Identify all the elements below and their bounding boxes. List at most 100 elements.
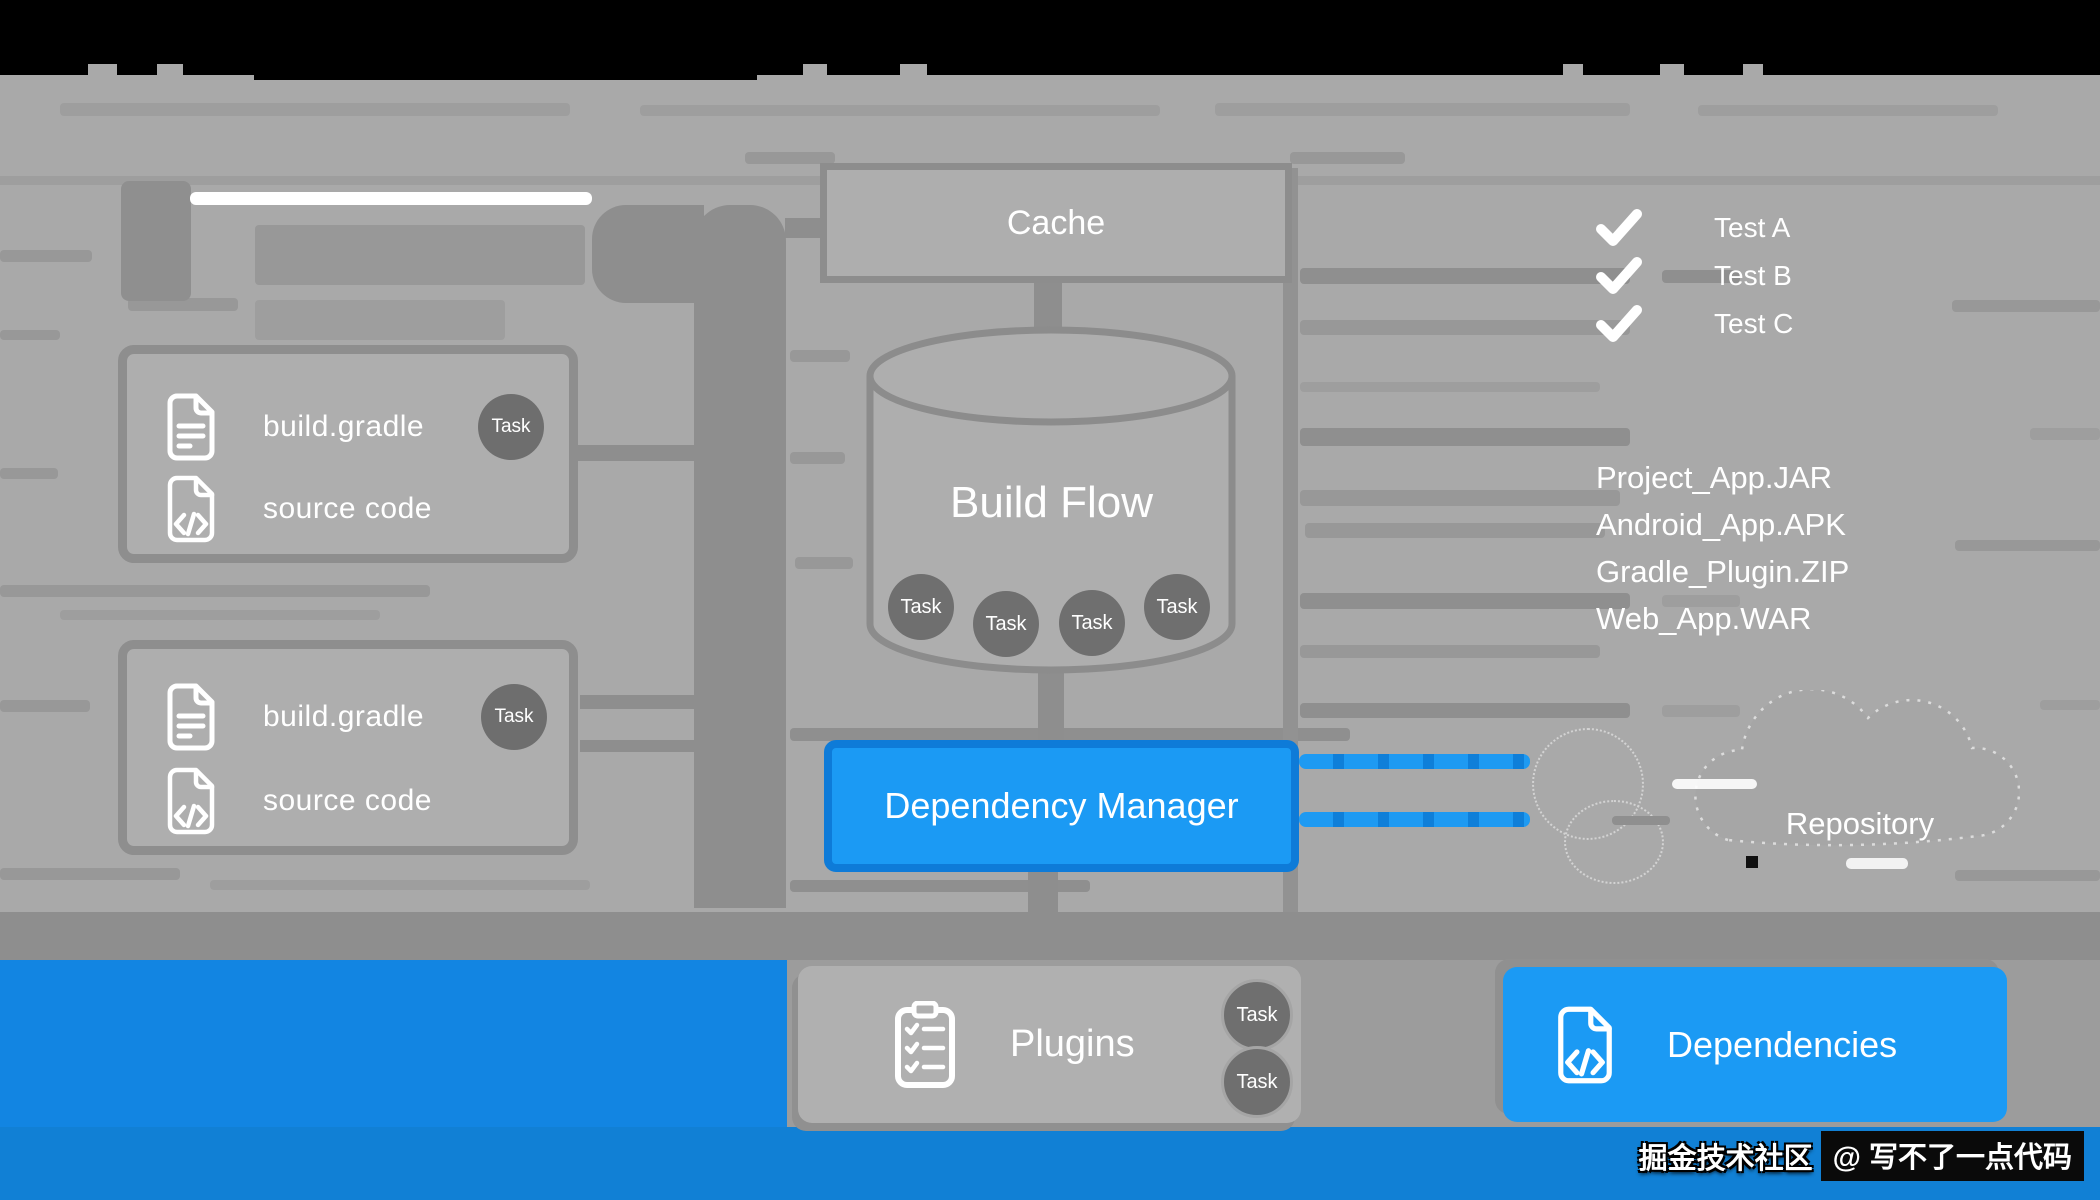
watermark-community: 掘金技术社区 bbox=[1638, 1143, 1813, 1175]
file-text-icon bbox=[165, 393, 217, 461]
top-bar-notch bbox=[157, 64, 183, 75]
source-code-label: source code bbox=[263, 784, 432, 817]
connector-cylinder-dm bbox=[1038, 668, 1064, 744]
source-box-1: build.gradle Task source code bbox=[118, 345, 578, 563]
task-badge: Task bbox=[481, 684, 547, 750]
connector-bar-cache bbox=[785, 218, 825, 238]
bottom-blue-strip bbox=[0, 1127, 2100, 1200]
stripe-artifact bbox=[0, 250, 92, 262]
stripe-artifact bbox=[1955, 870, 2100, 881]
artifact-dotted-circle bbox=[1564, 800, 1664, 884]
top-bar-edge bbox=[254, 75, 757, 80]
build-gradle-label: build.gradle bbox=[263, 410, 425, 443]
top-bar bbox=[0, 0, 2100, 75]
artifact-item: Web_App.WAR bbox=[1596, 601, 1812, 636]
build-gradle-label: build.gradle bbox=[263, 700, 425, 733]
build-flow-cylinder bbox=[864, 324, 1239, 677]
file-text-icon bbox=[165, 683, 217, 751]
test-item: Test A bbox=[1596, 204, 1793, 252]
connector-box2-bar bbox=[580, 695, 700, 709]
stripe-artifact bbox=[1662, 270, 1740, 283]
check-icon bbox=[1596, 257, 1642, 295]
stripe-artifact bbox=[1300, 268, 1630, 284]
test-item: Test B bbox=[1596, 252, 1793, 300]
cache-label: Cache bbox=[1006, 203, 1106, 242]
stripe-artifact bbox=[1290, 152, 1405, 164]
artifact-gray-dash bbox=[1612, 816, 1670, 825]
stripe-artifact bbox=[0, 700, 90, 712]
stripe-artifact bbox=[790, 350, 850, 362]
stripe-artifact bbox=[60, 610, 380, 620]
connector-cache-cylinder bbox=[1034, 283, 1062, 335]
stripe-artifact bbox=[1698, 105, 1998, 116]
repository-label: Repository bbox=[1785, 806, 1935, 841]
stripe-artifact bbox=[745, 152, 835, 164]
code-file-icon bbox=[165, 767, 217, 835]
stripe-artifact bbox=[60, 103, 570, 116]
dependencies-box: Dependencies bbox=[1503, 967, 2007, 1122]
check-icon bbox=[1596, 305, 1642, 343]
task-circle: Task bbox=[1221, 979, 1293, 1051]
top-bar-notch bbox=[900, 64, 927, 75]
connector-vertical-bar bbox=[694, 205, 786, 908]
stripe-artifact bbox=[790, 728, 1350, 741]
stripe-artifact bbox=[1952, 300, 2100, 312]
task-circle: Task bbox=[888, 574, 954, 640]
stripe-artifact bbox=[2040, 700, 2100, 710]
stripe-artifact bbox=[255, 225, 585, 285]
cache-box: Cache bbox=[820, 163, 1292, 283]
top-bar-notch bbox=[803, 64, 827, 75]
artifact-item: Android_App.APK bbox=[1596, 507, 1846, 542]
stripe-artifact bbox=[1300, 382, 1600, 392]
stripe-artifact bbox=[128, 298, 238, 311]
connector-box2-bar-2 bbox=[580, 740, 700, 752]
artifact-black-square bbox=[1746, 856, 1758, 868]
task-circle: Task bbox=[1059, 590, 1125, 656]
bottom-left-blue-panel bbox=[0, 960, 787, 1127]
connector-box1-bar bbox=[575, 445, 700, 461]
stripe-artifact bbox=[795, 557, 853, 569]
code-file-icon bbox=[1555, 1003, 1615, 1087]
divider-band bbox=[0, 912, 2100, 960]
test-label: Test B bbox=[1714, 260, 1792, 291]
top-bar-notch bbox=[1563, 64, 1583, 75]
task-circle: Task bbox=[1144, 574, 1210, 640]
stripe-artifact bbox=[255, 300, 505, 340]
stripe-artifact bbox=[1662, 705, 1740, 717]
artifact-list: Project_App.JAR Android_App.APK Gradle_P… bbox=[1596, 454, 1849, 642]
task-badge: Task bbox=[478, 394, 544, 460]
artifact-item: Gradle_Plugin.ZIP bbox=[1596, 554, 1850, 589]
task-circle: Task bbox=[973, 591, 1039, 657]
stripe-artifact bbox=[1300, 645, 1600, 658]
stripe-artifact bbox=[1300, 703, 1630, 718]
top-bar-notch bbox=[1660, 64, 1684, 75]
check-icon bbox=[1596, 209, 1642, 247]
test-list: Test A Test B Test C bbox=[1596, 204, 1793, 348]
task-circle: Task bbox=[1221, 1046, 1293, 1118]
connector-white-line bbox=[190, 192, 592, 205]
stripe-artifact bbox=[790, 452, 845, 464]
test-item: Test C bbox=[1596, 300, 1793, 348]
build-flow-label: Build Flow bbox=[950, 478, 1153, 527]
stripe-artifact bbox=[2030, 428, 2100, 440]
stripe-artifact bbox=[0, 468, 58, 479]
test-label: Test C bbox=[1714, 308, 1794, 339]
top-bar-notch bbox=[1743, 64, 1763, 75]
test-label: Test A bbox=[1714, 212, 1791, 243]
stripe-artifact bbox=[1300, 320, 1630, 335]
stripe-artifact bbox=[1662, 595, 1740, 607]
code-file-icon bbox=[165, 475, 217, 543]
watermark: 掘金技术社区 @ 写不了一点代码 bbox=[1639, 1131, 2084, 1181]
stripe-artifact bbox=[1300, 593, 1630, 609]
connector-dm-repository-1 bbox=[1299, 754, 1530, 769]
watermark-author: @ 写不了一点代码 bbox=[1820, 1131, 2084, 1181]
source-code-row: source code bbox=[165, 474, 432, 544]
connector-dm-repository-2 bbox=[1299, 812, 1530, 827]
source-code-label: source code bbox=[263, 492, 432, 525]
stripe-artifact bbox=[790, 880, 1090, 892]
build-gradle-row: build.gradle bbox=[165, 682, 424, 752]
connector-right-vertical-line bbox=[1283, 168, 1298, 912]
artifact-white-dash bbox=[1672, 779, 1757, 789]
artifact-white-dash bbox=[1846, 858, 1908, 869]
stripe-artifact bbox=[1300, 490, 1620, 506]
